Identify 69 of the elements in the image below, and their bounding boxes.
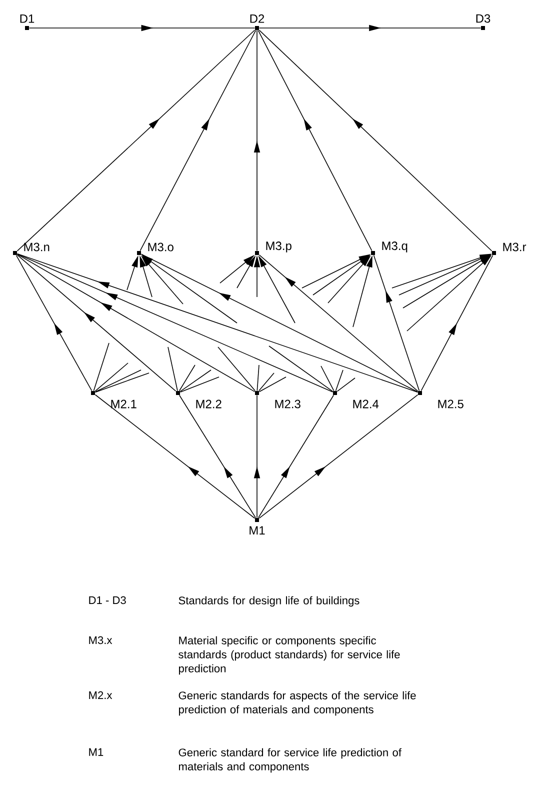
description-text: Standards for design life of buildings [178, 596, 360, 607]
labeled-point: D1 [20, 14, 34, 30]
arrow [16, 253, 418, 393]
line [256, 364, 260, 392]
labeled-point: D3 [476, 14, 490, 30]
node-label: M3.p [266, 242, 292, 252]
labeled-point: M1 [250, 518, 265, 535]
arrow [16, 30, 256, 252]
labeled-point: M3.r [492, 242, 526, 255]
labeled-point: M2.2 [176, 391, 222, 408]
arrow [140, 30, 256, 252]
arrow [373, 254, 420, 392]
arrow [258, 30, 492, 252]
line [180, 376, 220, 393]
labeled-point: M3.q [371, 242, 408, 255]
line [180, 370, 212, 392]
line [94, 372, 150, 393]
node-label: M3.r [503, 242, 526, 252]
line [93, 342, 110, 392]
line [94, 362, 128, 392]
description-text: Generic standard for service life prediction of materials and components [178, 748, 402, 773]
node-label: M2.2 [196, 400, 222, 408]
node-label: M3.o [148, 242, 174, 252]
line [168, 346, 178, 392]
arrow [258, 254, 418, 392]
arrow [16, 254, 176, 392]
line [258, 376, 286, 392]
key-label: M2.x [89, 691, 112, 699]
line [218, 346, 256, 392]
line [258, 372, 274, 392]
arrow [140, 254, 418, 392]
labeled-point: M2.3 [255, 391, 300, 408]
labeled-point: M2.1 [91, 391, 136, 408]
line [94, 370, 142, 392]
node-label: M2.5 [438, 400, 464, 408]
line [335, 370, 344, 392]
node-label: D3 [476, 14, 490, 23]
arrow [420, 254, 494, 392]
node-label: M3.q [382, 242, 408, 252]
node-label: M2.3 [275, 400, 300, 408]
labeled-point: M3.o [137, 242, 174, 255]
key-label: D1 - D3 [89, 596, 126, 604]
key-label: M1 [89, 748, 104, 756]
arrow [16, 254, 334, 392]
arrow [16, 254, 92, 392]
arrow [258, 394, 418, 519]
arrow [179, 394, 256, 518]
labeled-point: D2 [250, 14, 264, 30]
line [320, 366, 334, 392]
labeled-point: M2.5 [418, 391, 464, 408]
description-text: Material specific or components specific standards (product standards) for service life prediction [178, 636, 400, 675]
arrow [94, 394, 256, 519]
node-label: D2 [250, 14, 264, 23]
labeled-point: M2.4 [333, 391, 379, 408]
line [178, 364, 196, 392]
labeled-point: M3.p [255, 242, 292, 255]
line [268, 346, 334, 392]
arrow [258, 30, 372, 252]
node-label: M1 [250, 526, 265, 535]
node-label: M3.n [24, 242, 50, 252]
node-label: M2.4 [353, 400, 379, 408]
node-label: M2.1 [111, 400, 136, 408]
description-text: Generic standards for aspects of the service life prediction of materials and components [178, 691, 416, 716]
arrow [258, 394, 334, 518]
line [336, 378, 356, 392]
key-label: M3.x [89, 636, 112, 644]
labeled-point: M3.n [13, 242, 50, 255]
arrow [16, 254, 256, 392]
node-label: D1 [20, 14, 34, 23]
